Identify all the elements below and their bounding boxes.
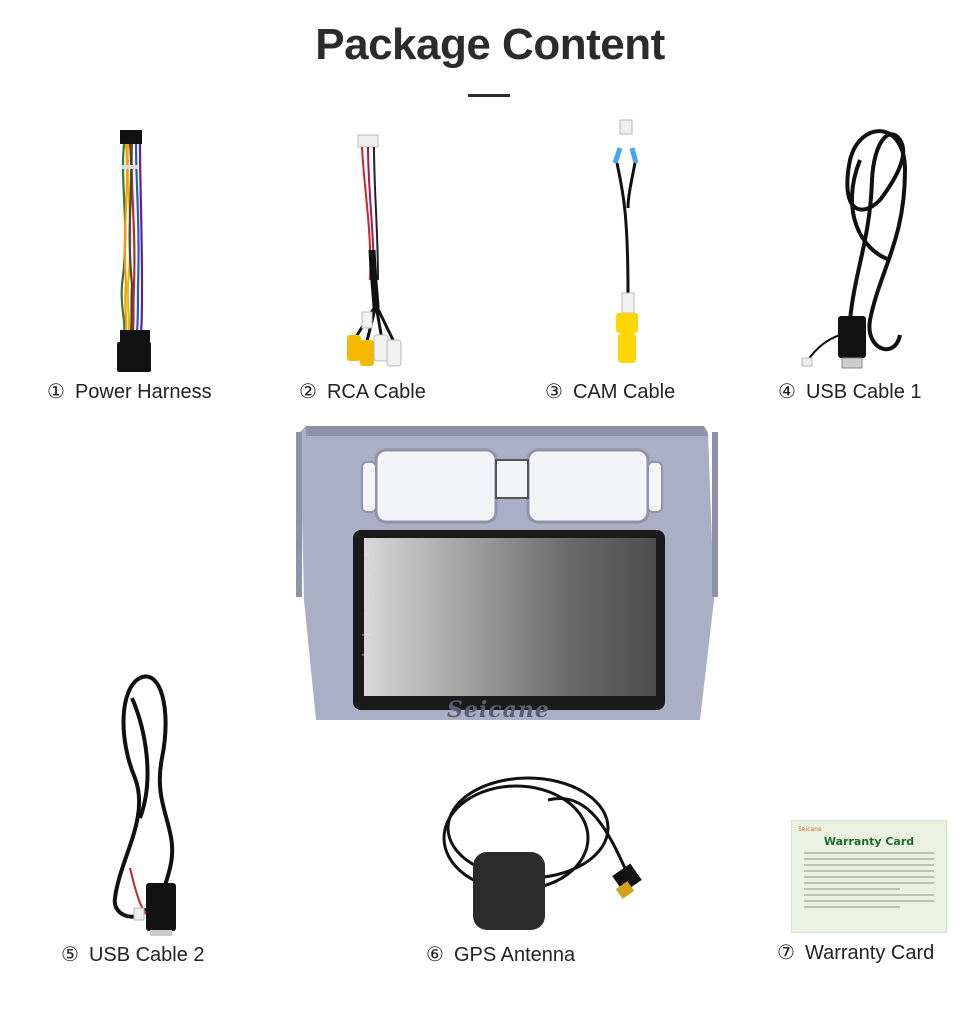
volume-up-icon: ◁+: [361, 630, 373, 639]
rca-cable-image: [347, 134, 402, 367]
power-icon: ⏻: [363, 570, 371, 579]
head-unit-sidebar: ● ⏻ ⌂ ↶ ◁+ ◁−: [359, 545, 375, 665]
home-icon: ⌂: [364, 590, 370, 599]
warranty-card-image: Seicane Warranty Card: [791, 820, 947, 933]
head-unit-screen: [364, 538, 656, 696]
power-harness-image: [117, 130, 151, 372]
title-divider: [468, 94, 510, 97]
back-icon: ↶: [363, 610, 371, 619]
head-unit-brand: Seicane: [447, 697, 550, 723]
mic-icon: ●: [364, 550, 370, 559]
warranty-card-brand: Seicane: [798, 826, 822, 833]
warranty-card-title: Warranty Card: [823, 835, 915, 848]
volume-down-icon: ◁−: [361, 650, 373, 659]
gps-antenna-image: [442, 776, 642, 930]
usb-cable-1-image: [801, 129, 908, 369]
page-title: Package Content: [315, 20, 665, 69]
usb-cable-2-image: [112, 674, 176, 936]
cam-cable-image: [612, 119, 639, 363]
